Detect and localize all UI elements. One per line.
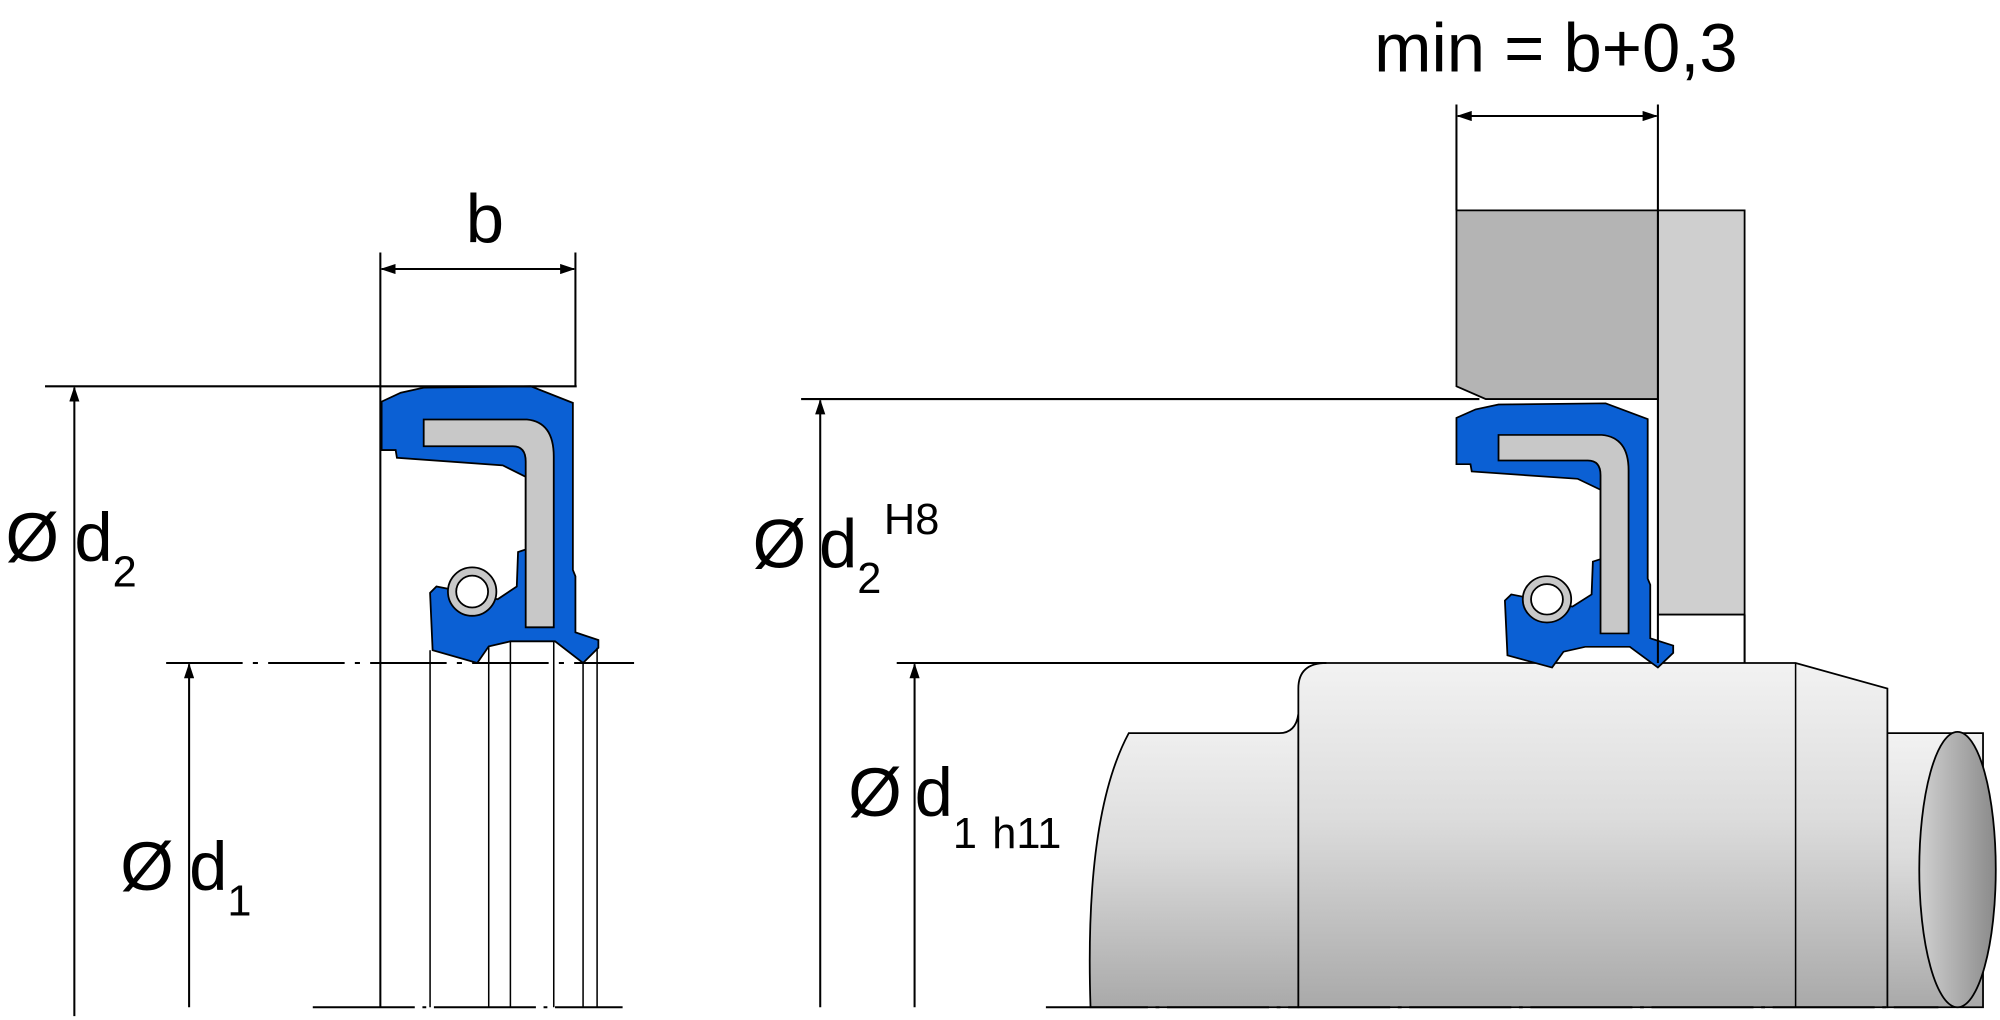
housing-shoulder [1657,209,1746,616]
b-label: b [466,180,504,257]
seal-cross-section [380,385,600,664]
shaft [1297,662,1889,1009]
min-width-label: min = b+0,3 [1374,9,1738,86]
shaft-small-diameter [1088,713,1300,1009]
shaft-end-face [1918,730,1997,1009]
housing [1455,209,1659,400]
installed-seal [1455,402,1675,669]
